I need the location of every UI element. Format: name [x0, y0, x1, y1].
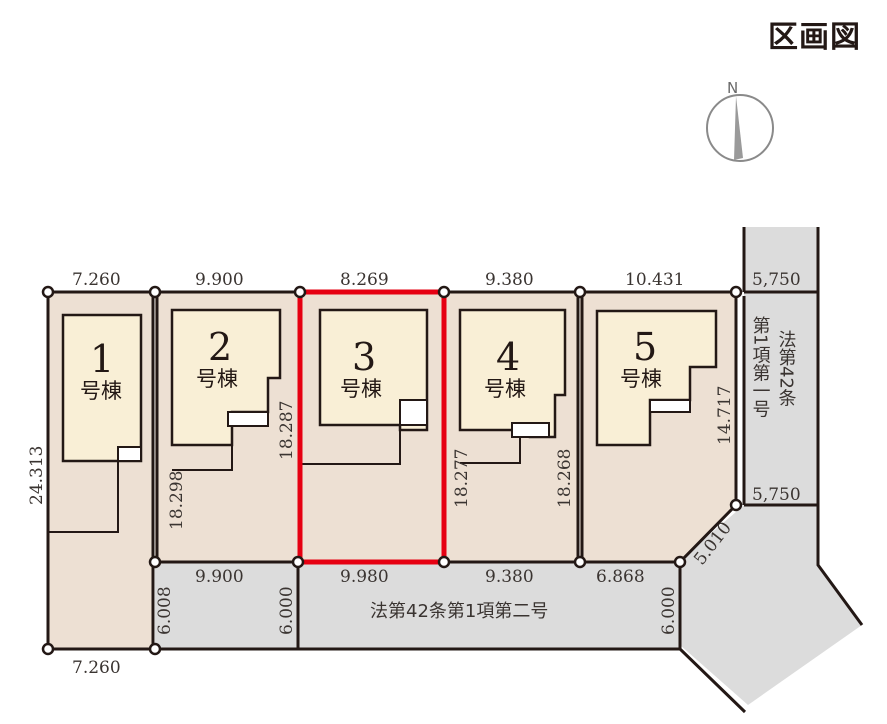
svg-text:5: 5	[633, 325, 657, 369]
svg-text:7.260: 7.260	[72, 270, 121, 290]
side-road-label-col1: 法第42条	[776, 330, 797, 407]
svg-text:18.298: 18.298	[167, 471, 187, 530]
svg-text:4: 4	[496, 335, 520, 379]
north-label: N	[727, 79, 738, 97]
svg-text:7.260: 7.260	[72, 658, 121, 678]
svg-text:8.269: 8.269	[340, 270, 389, 290]
svg-text:18.268: 18.268	[555, 449, 575, 508]
svg-text:6.868: 6.868	[596, 567, 645, 587]
boundary-markers	[41, 285, 743, 656]
svg-text:号棟: 号棟	[340, 377, 382, 401]
dimension-labels: 7.260 9.900 8.269 9.380 10.431 5,750 5,7…	[27, 270, 801, 678]
svg-text:3: 3	[352, 335, 376, 379]
page-title: 区画図	[768, 20, 861, 55]
side-road-label-col2: 第1項第一号	[750, 316, 771, 418]
svg-text:1: 1	[90, 337, 114, 381]
svg-text:号棟: 号棟	[484, 377, 526, 401]
svg-text:9.980: 9.980	[340, 567, 389, 587]
svg-text:9.380: 9.380	[485, 270, 534, 290]
svg-text:号棟: 号棟	[80, 379, 122, 403]
svg-text:14.717: 14.717	[715, 386, 735, 445]
svg-text:9.380: 9.380	[485, 567, 534, 587]
front-road-label: 法第42条第1項第二号	[370, 601, 548, 622]
svg-text:号棟: 号棟	[196, 367, 238, 391]
svg-text:18.287: 18.287	[277, 401, 297, 460]
north-arrow-icon: N	[706, 79, 774, 162]
svg-text:6.000: 6.000	[659, 586, 679, 635]
svg-text:6.000: 6.000	[277, 586, 297, 635]
svg-text:24.313: 24.313	[27, 446, 47, 505]
svg-text:号棟: 号棟	[620, 367, 662, 391]
svg-text:5,750: 5,750	[752, 485, 801, 505]
lot-3-highlight	[297, 289, 447, 565]
svg-text:9.900: 9.900	[195, 567, 244, 587]
svg-text:18.277: 18.277	[452, 449, 472, 508]
svg-text:10.431: 10.431	[625, 270, 684, 290]
building-4	[458, 308, 567, 439]
svg-text:5,750: 5,750	[752, 270, 801, 290]
building-1	[61, 313, 143, 463]
svg-text:2: 2	[208, 325, 232, 369]
svg-text:9.900: 9.900	[195, 270, 244, 290]
svg-text:6.008: 6.008	[155, 586, 175, 635]
lot-labels: 1 号棟 2 号棟 3 号棟 4 号棟 5 号棟	[80, 325, 662, 403]
